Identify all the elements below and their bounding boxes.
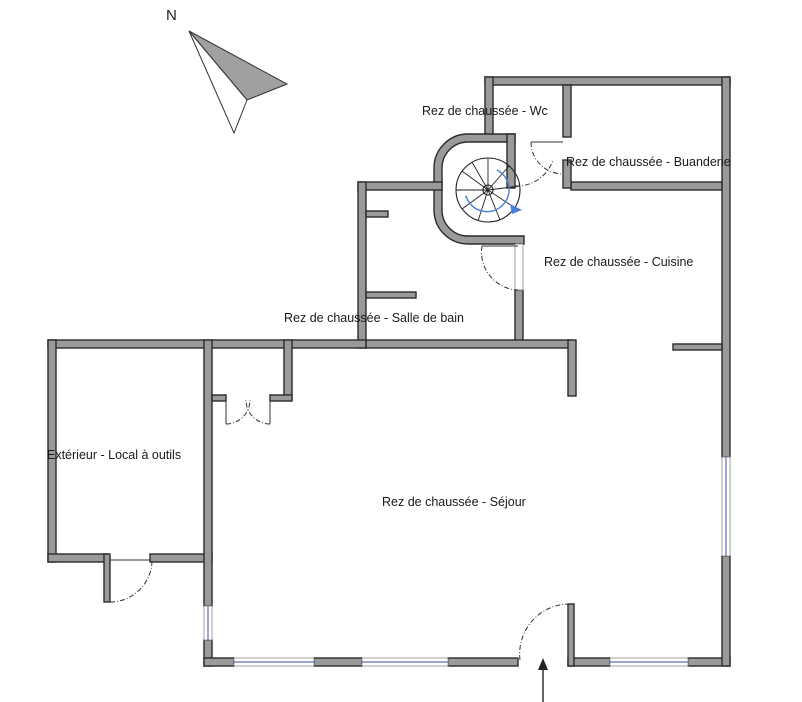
wall-cupboard-right [283, 339, 293, 401]
wall-local-bottom-right [149, 553, 213, 563]
wall-top-block [484, 76, 731, 86]
room-label-buanderie: Rez de chaussée - Buanderie [566, 155, 731, 169]
walls [47, 76, 731, 667]
entry-arrow-icon [538, 658, 548, 702]
door-cupboard [225, 399, 271, 425]
room-label-local-outils: Extérieur - Local à outils [47, 448, 181, 462]
room-label-wc: Rez de chaussée - Wc [422, 104, 548, 118]
wall-stair-enclosure [433, 133, 525, 245]
wall-bottom-1 [203, 657, 235, 667]
door-wc [530, 141, 564, 186]
wall-east [721, 76, 731, 458]
wall-local-sejour [203, 339, 213, 607]
wall-entry-jamb [567, 603, 575, 667]
room-label-salle-de-bain: Rez de chaussée - Salle de bain [284, 311, 464, 325]
windows [203, 243, 731, 667]
wall-sdb-top [357, 181, 443, 191]
window-cuisine-passage [514, 243, 524, 291]
wall-sdb-stub-2 [365, 291, 417, 299]
wall-sdb-stub-1 [365, 210, 389, 218]
north-arrow-icon [188, 30, 289, 135]
doors [109, 141, 569, 661]
spiral-staircase [455, 157, 522, 223]
wall-east-lower [721, 555, 731, 667]
room-label-sejour: Rez de chaussée - Séjour [382, 495, 526, 509]
wall-cupboard-bottom-left [211, 394, 227, 402]
wall-local-bottom-left [47, 553, 109, 563]
compass: N [166, 7, 289, 135]
room-label-cuisine: Rez de chaussée - Cuisine [544, 255, 693, 269]
wall-sejour-top [365, 339, 572, 349]
wall-wc-buanderie [562, 84, 572, 138]
wall-buanderie-bottom [570, 181, 723, 191]
wall-sejour-stub [567, 339, 577, 397]
wall-stair-right [506, 133, 516, 189]
door-salle-de-bain [481, 245, 519, 291]
wall-bottom-2 [313, 657, 363, 667]
wall-bottom-3 [447, 657, 519, 667]
wall-cuisine-stub [672, 343, 723, 351]
compass-north-letter: N [166, 7, 177, 24]
door-stair [514, 159, 554, 187]
door-local-outils [109, 559, 153, 603]
wall-sdb-cuisine [514, 289, 524, 347]
door-entry [519, 603, 569, 661]
wall-cupboard-bottom-right [269, 394, 293, 402]
wall-local-door-jamb [103, 553, 111, 603]
stair-direction-arrow-icon [510, 204, 522, 214]
room-labels: Rez de chaussée - Wc Rez de chaussée - B… [47, 104, 731, 509]
